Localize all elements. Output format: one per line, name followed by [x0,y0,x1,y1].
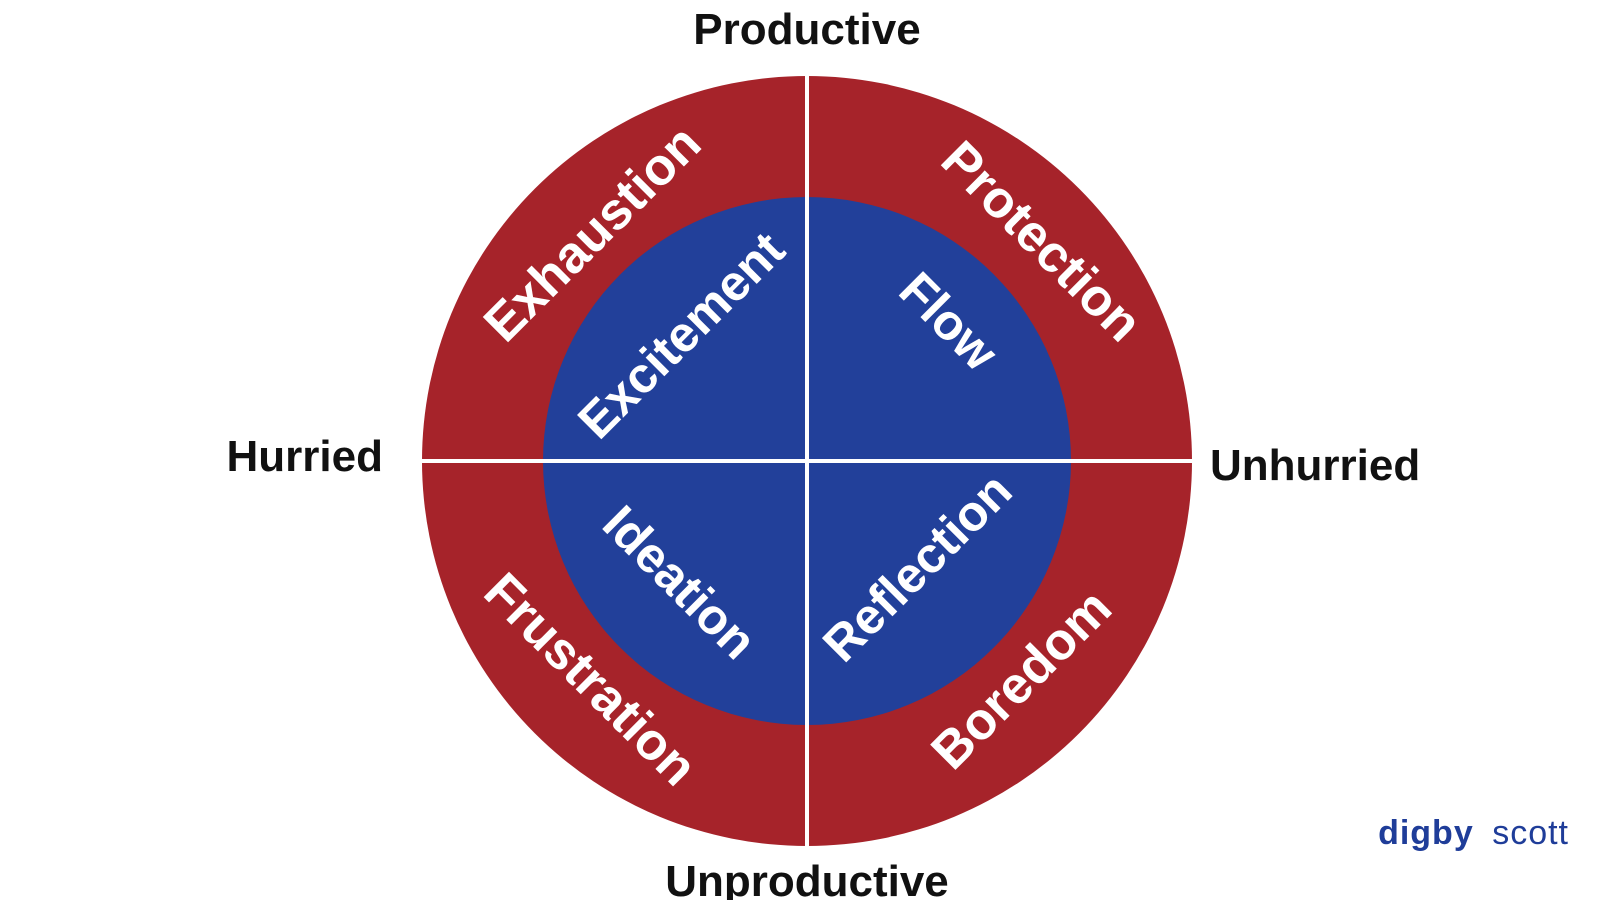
brand-logo: digby scott [1378,814,1569,852]
brand-first: digby [1378,814,1474,852]
brand-second: scott [1492,814,1569,852]
axis-label-right: Unhurried [1210,441,1420,490]
axis-label-top: Productive [693,5,920,54]
axis-label-left: Hurried [227,432,383,481]
axis-label-bottom: Unproductive [665,857,949,900]
